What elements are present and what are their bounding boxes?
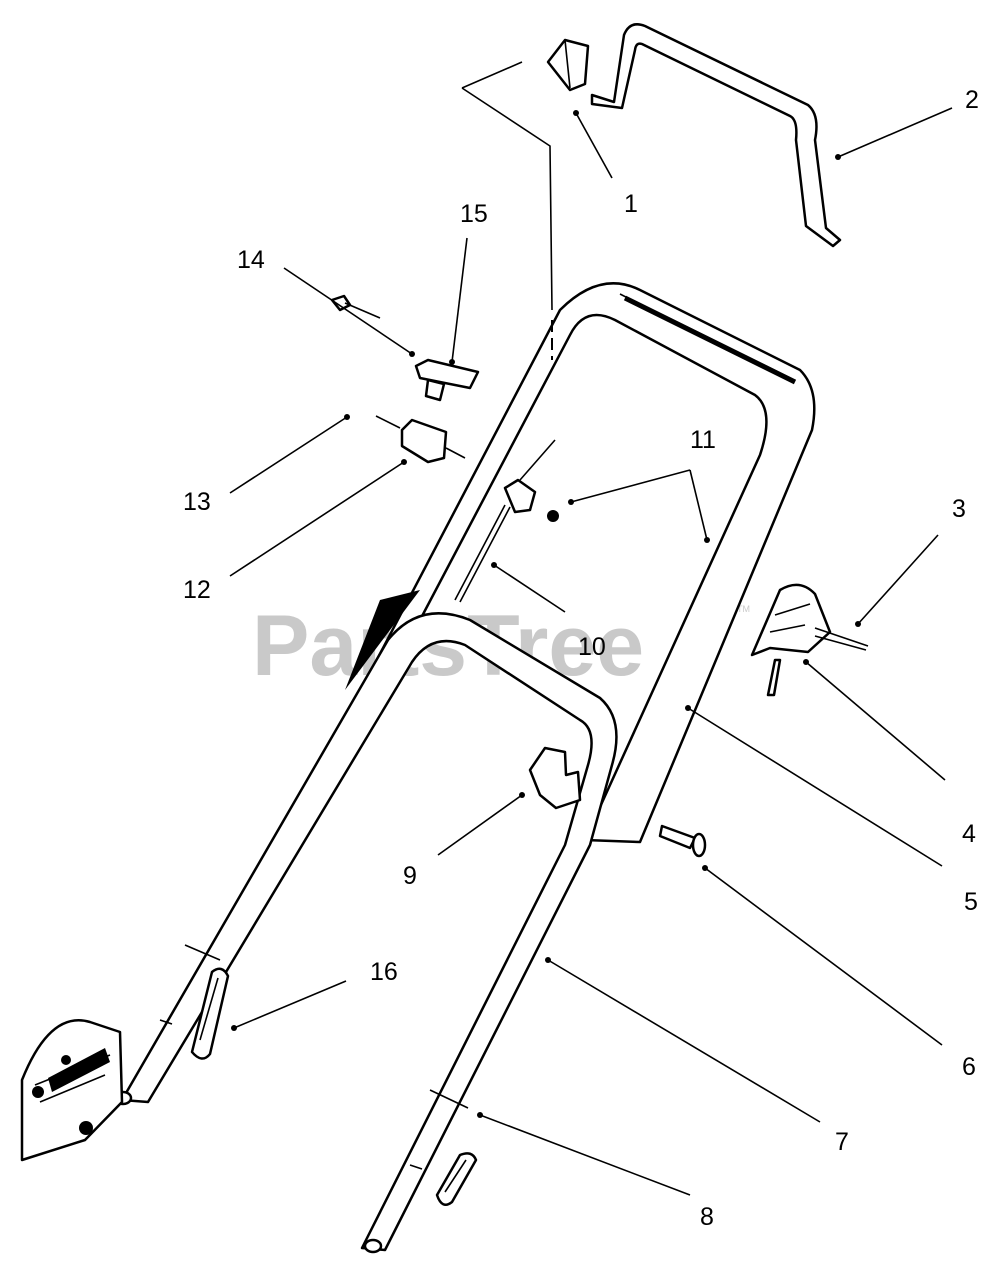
callout-2: 2 xyxy=(965,86,979,114)
callout-14: 14 xyxy=(237,246,265,274)
operator-bail xyxy=(590,23,842,248)
height-adjuster xyxy=(20,1019,124,1162)
callout-3: 3 xyxy=(952,495,966,523)
callout-labels: 1 2 3 4 5 6 7 8 9 10 11 12 13 14 15 16 xyxy=(183,86,979,1231)
callout-12: 12 xyxy=(183,576,211,604)
callout-9: 9 xyxy=(403,862,417,890)
callout-15: 15 xyxy=(460,200,488,228)
handle-knob xyxy=(750,583,869,697)
callout-7: 7 xyxy=(835,1128,849,1156)
cable-bracket xyxy=(461,38,590,360)
cable-clip xyxy=(454,439,559,603)
lower-handle xyxy=(113,590,618,1254)
callout-16: 16 xyxy=(370,958,398,986)
spacers xyxy=(190,967,478,1207)
callout-11: 11 xyxy=(690,426,716,454)
callout-5: 5 xyxy=(964,888,978,916)
upper-handle xyxy=(358,282,816,844)
wing-knob xyxy=(528,746,582,810)
callout-1: 1 xyxy=(624,190,638,218)
leader-lines xyxy=(229,107,953,1196)
handle-knob-assembly xyxy=(330,294,480,464)
callout-10: 10 xyxy=(578,633,606,661)
callout-8: 8 xyxy=(700,1203,714,1231)
callout-4: 4 xyxy=(962,820,976,848)
watermark-tm: TM xyxy=(737,604,750,614)
callout-6: 6 xyxy=(962,1053,976,1081)
carriage-bolt xyxy=(658,824,707,858)
callout-13: 13 xyxy=(183,488,211,516)
